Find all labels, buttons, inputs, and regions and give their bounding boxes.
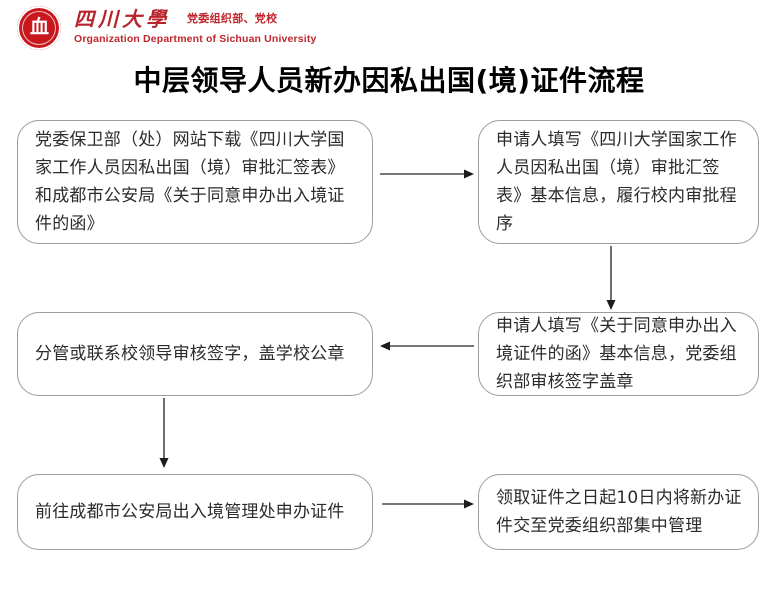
seal-outer-ring	[18, 7, 60, 49]
sichuan-university-seal-icon: 血	[17, 6, 61, 50]
university-wordmark-cn: 四川大學	[74, 7, 170, 31]
arrow-right-box5-to-box6	[382, 498, 474, 510]
department-name-cn: 党委组织部、党校	[187, 13, 278, 25]
flow-node-text: 申请人填写《四川大学国家工作人员因私出国（境）审批汇签表》基本信息，履行校内审批…	[496, 130, 737, 234]
arrow-down-box2-to-box4	[605, 246, 617, 310]
arrow-right-box1-to-box2	[380, 168, 474, 180]
flow-node-submit-document: 领取证件之日起10日内将新办证件交至党委组织部集中管理	[478, 474, 759, 550]
flow-node-text: 申请人填写《关于同意申办出入境证件的函》基本信息，党委组织部审核签字盖章	[496, 316, 737, 392]
seal-glyph: 血	[29, 16, 49, 39]
flow-node-leader-signature: 分管或联系校领导审核签字，盖学校公章	[17, 312, 373, 396]
letterhead: 血 四川大學 党委组织部、党校 Organization Department …	[0, 0, 778, 56]
arrow-down-box3-to-box5	[158, 398, 170, 468]
flow-node-fill-approval-form: 申请人填写《四川大学国家工作人员因私出国（境）审批汇签表》基本信息，履行校内审批…	[478, 120, 759, 244]
flow-node-text: 党委保卫部（处）网站下载《四川大学国家工作人员因私出国（境）审批汇签表》和成都市…	[35, 130, 345, 234]
page-title: 中层领导人员新办因私出国(境)证件流程	[133, 64, 645, 97]
flow-node-text: 领取证件之日起10日内将新办证件交至党委组织部集中管理	[496, 488, 742, 536]
flow-node-download-forms: 党委保卫部（处）网站下载《四川大学国家工作人员因私出国（境）审批汇签表》和成都市…	[17, 120, 373, 244]
arrow-left-box4-to-box3	[380, 340, 474, 352]
flow-node-visit-police-bureau: 前往成都市公安局出入境管理处申办证件	[17, 474, 373, 550]
flow-node-text: 前往成都市公安局出入境管理处申办证件	[35, 502, 345, 522]
flow-node-fill-consent-letter: 申请人填写《关于同意申办出入境证件的函》基本信息，党委组织部审核签字盖章	[478, 312, 759, 396]
flow-node-text: 分管或联系校领导审核签字，盖学校公章	[35, 344, 345, 364]
department-name-en: Organization Department of Sichuan Unive…	[74, 33, 317, 45]
